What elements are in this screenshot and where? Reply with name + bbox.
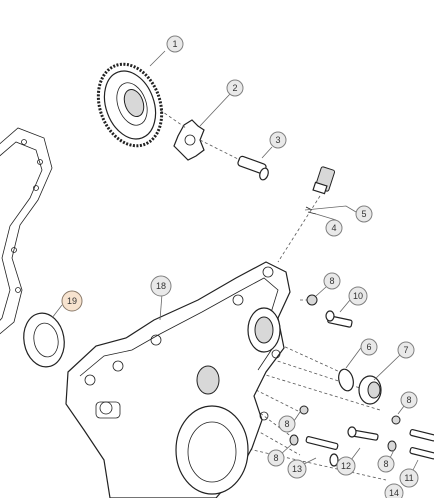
pin xyxy=(237,155,269,181)
gear xyxy=(96,62,164,148)
gasket xyxy=(0,127,53,335)
callout-19: 19 xyxy=(61,290,83,312)
callout-8c-label: 8 xyxy=(284,419,289,429)
bolt-10 xyxy=(325,310,353,328)
washers xyxy=(289,294,401,452)
callout-5-label: 5 xyxy=(361,209,366,219)
hub-plate xyxy=(173,119,205,161)
bolt-11 xyxy=(409,429,434,460)
callout-8d-label: 8 xyxy=(273,453,278,463)
callout-2: 2 xyxy=(226,79,244,97)
leader-lines xyxy=(51,50,419,477)
o-ring xyxy=(338,368,354,392)
callout-8c: 8 xyxy=(278,415,296,433)
callout-6-label: 6 xyxy=(366,342,371,352)
callout-10-label: 10 xyxy=(353,291,363,301)
callout-11: 11 xyxy=(399,468,419,488)
callout-11-label: 11 xyxy=(404,473,413,483)
callout-14-label: 14 xyxy=(389,488,399,498)
callout-3: 1 xyxy=(166,35,184,53)
callout-18-label: 18 xyxy=(156,281,166,291)
timing-cover xyxy=(65,261,291,498)
plug xyxy=(358,375,382,405)
callout-8b-label: 8 xyxy=(406,395,411,405)
callout-7: 7 xyxy=(397,341,415,359)
callout-4-label: 4 xyxy=(331,223,336,233)
callout-14: 14 xyxy=(384,483,404,498)
callout-2-label: 2 xyxy=(232,83,237,93)
callout-12: 12 xyxy=(336,456,356,476)
callout-3-label: 1 xyxy=(172,39,177,49)
bolt-12 xyxy=(347,426,379,441)
callout-13-label: 13 xyxy=(292,464,302,474)
callout-8e: 8 xyxy=(377,455,395,473)
callout-8d: 8 xyxy=(267,449,285,467)
callout-18: 18 xyxy=(150,275,172,297)
sensor xyxy=(305,166,336,215)
callout-8e-label: 8 xyxy=(383,459,388,469)
callout-8a-label: 8 xyxy=(329,276,334,286)
callout-13: 13 xyxy=(287,459,307,479)
callout-19-label: 19 xyxy=(67,296,77,306)
callout-8a: 8 xyxy=(323,272,341,290)
bolt-13 xyxy=(305,436,339,467)
callout-12-label: 12 xyxy=(341,461,351,471)
callout-10: 10 xyxy=(348,286,368,306)
callout-5: 5 xyxy=(355,205,373,223)
callout-7-label: 7 xyxy=(403,345,408,355)
callout-1-label: 3 xyxy=(275,135,280,145)
callout-6: 6 xyxy=(360,338,378,356)
seal xyxy=(23,312,65,368)
callout-8b: 8 xyxy=(400,391,418,409)
callout-1: 3 xyxy=(269,131,287,149)
callout-4: 4 xyxy=(325,219,343,237)
